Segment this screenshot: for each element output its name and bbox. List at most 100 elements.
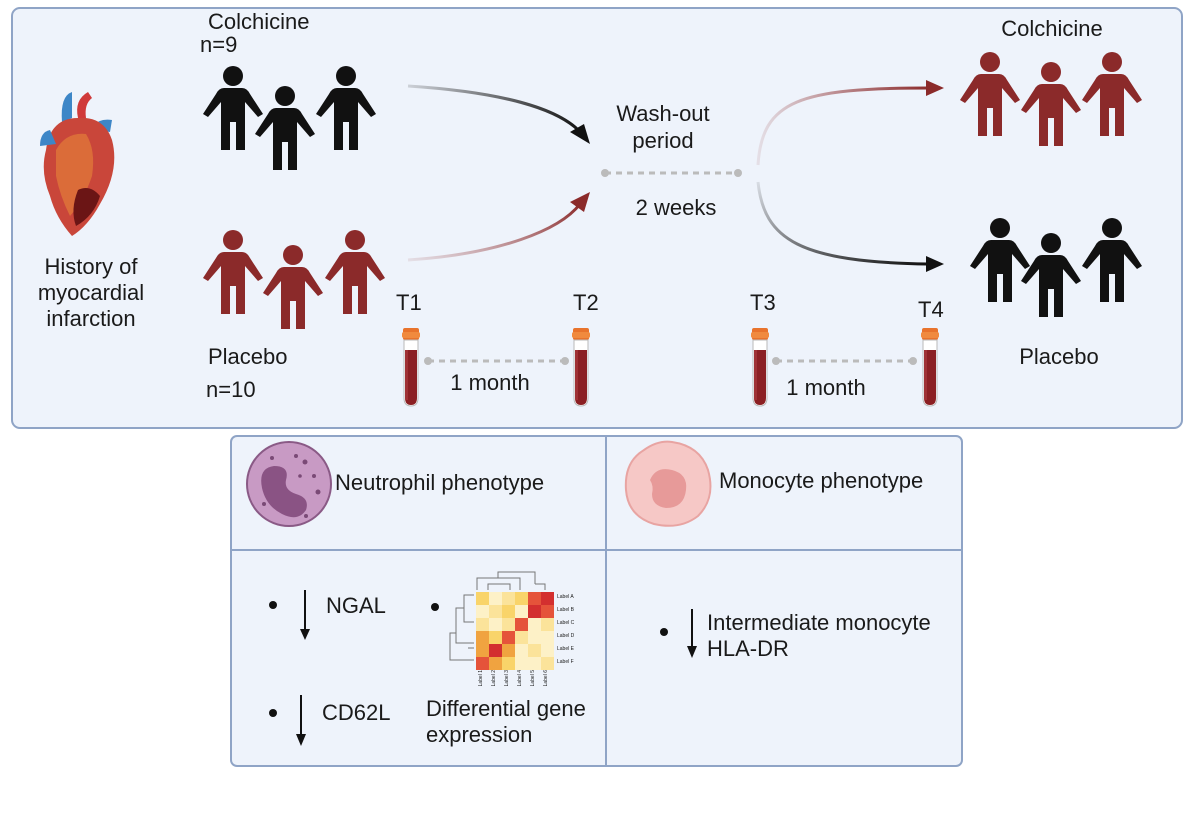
- heatmap-cell: [528, 631, 541, 644]
- heatmap-icon: [449, 571, 554, 670]
- arrowhead-icon: [687, 646, 697, 658]
- heatmap-cell: [476, 657, 489, 670]
- study-design-panel: [11, 7, 1183, 429]
- heatmap-cell: [528, 618, 541, 631]
- dot-icon: [601, 169, 609, 177]
- heatmap-row-label: Label F: [557, 659, 574, 665]
- monocyte-phenotype-title: Monocyte phenotype: [719, 468, 923, 493]
- gene-expression-label-line1: Differential gene: [426, 696, 586, 721]
- heatmap-cell: [489, 618, 502, 631]
- bullet-icon: [269, 601, 277, 609]
- heatmap-cell: [541, 631, 554, 644]
- hla-dr-label: HLA-DR: [707, 636, 789, 661]
- heatmap-cell: [476, 644, 489, 657]
- heatmap-cell: [528, 657, 541, 670]
- timepoint-t2: T2: [573, 290, 599, 315]
- washout-label-line2: period: [632, 128, 693, 153]
- heart-icon: [40, 92, 115, 236]
- heatmap-cell: [515, 657, 528, 670]
- arrowhead-icon: [570, 192, 590, 212]
- heatmap-cell: [541, 592, 554, 605]
- heatmap-cell: [489, 605, 502, 618]
- heatmap-cell: [515, 631, 528, 644]
- placebo-group-label: Placebo: [208, 344, 288, 369]
- heatmap-col-label: Label 2: [491, 670, 497, 687]
- arrowhead-icon: [926, 80, 944, 96]
- heatmap-cell: [502, 592, 515, 605]
- history-label-line2: myocardial: [38, 280, 144, 305]
- results-panel: [230, 435, 963, 767]
- heatmap-cell: [528, 592, 541, 605]
- timepoint-t1: T1: [396, 290, 422, 315]
- placebo-to-washout-arrow: [407, 203, 582, 262]
- heatmap-col-label: Label 6: [543, 670, 549, 687]
- ngal-marker: NGAL: [326, 593, 386, 618]
- blood-tube-icon: [571, 327, 591, 407]
- heatmap-cell: [502, 644, 515, 657]
- interval-first: 1 month: [450, 370, 530, 395]
- blood-tube-icon: [401, 327, 421, 407]
- washout-label-line1: Wash-out: [616, 101, 709, 126]
- dot-icon: [734, 169, 742, 177]
- bullet-icon: [431, 603, 439, 611]
- crossover-placebo-label: Placebo: [1019, 344, 1099, 369]
- colchicine-group-count: n=9: [200, 32, 237, 57]
- intermediate-monocyte-label: Intermediate monocyte: [707, 610, 931, 635]
- crossover-colchicine-label: Colchicine: [1001, 16, 1103, 41]
- washout-to-colchicine-arrow: [756, 86, 931, 166]
- heatmap-cell: [515, 618, 528, 631]
- placebo-group-count: n=10: [206, 377, 256, 402]
- monocyte-icon: [624, 440, 712, 527]
- heatmap-cell: [541, 644, 554, 657]
- blood-tube-icon: [750, 327, 770, 407]
- neutrophil-icon: [246, 441, 332, 527]
- heatmap-col-label: Label 3: [504, 670, 510, 687]
- heatmap-cell: [476, 592, 489, 605]
- heatmap-cell: [476, 605, 489, 618]
- heatmap-row-label: Label B: [557, 607, 575, 613]
- heatmap-row-label: Label A: [557, 594, 574, 600]
- heatmap-cell: [515, 605, 528, 618]
- heatmap-cell: [528, 605, 541, 618]
- history-label-line1: History of: [45, 254, 139, 279]
- heatmap-cell: [502, 618, 515, 631]
- heatmap-row-label: Label C: [557, 620, 575, 626]
- heatmap-cell: [502, 605, 515, 618]
- neutrophil-phenotype-title: Neutrophil phenotype: [335, 470, 544, 495]
- heatmap-col-labels: Label 1 Label 2 Label 3 Label 4 Label 5 …: [478, 670, 549, 687]
- arrowhead-icon: [570, 124, 590, 144]
- cd62l-marker: CD62L: [322, 700, 390, 725]
- interval-second: 1 month: [786, 375, 866, 400]
- heatmap-cell: [502, 631, 515, 644]
- heatmap-row-label: Label D: [557, 633, 575, 639]
- dot-icon: [424, 357, 432, 365]
- blood-tube-icon: [920, 327, 940, 407]
- arrowhead-icon: [300, 629, 310, 640]
- timepoint-t4: T4: [918, 297, 944, 322]
- heatmap-cell: [515, 644, 528, 657]
- heatmap-cell: [489, 644, 502, 657]
- heatmap-cell: [502, 657, 515, 670]
- heatmap-cell: [489, 657, 502, 670]
- arrowhead-icon: [926, 256, 944, 272]
- colchicine-group-label: Colchicine: [208, 9, 310, 34]
- heatmap-row-label: Label E: [557, 646, 575, 652]
- dot-icon: [909, 357, 917, 365]
- heatmap-cell: [528, 644, 541, 657]
- timepoint-t3: T3: [750, 290, 776, 315]
- arrowhead-icon: [296, 734, 306, 746]
- heatmap-cell: [476, 618, 489, 631]
- heatmap-col-label: Label 1: [478, 670, 484, 687]
- dot-icon: [772, 357, 780, 365]
- gene-expression-label-line2: expression: [426, 722, 532, 747]
- washout-to-placebo-arrow: [756, 181, 929, 266]
- bullet-icon: [269, 709, 277, 717]
- bullet-icon: [660, 628, 668, 636]
- heatmap-cell: [515, 592, 528, 605]
- heatmap-cell: [489, 592, 502, 605]
- colchicine-to-washout-arrow: [407, 84, 584, 135]
- heatmap-col-label: Label 5: [530, 670, 536, 687]
- heatmap-row-labels: Label A Label B Label C Label D Label E …: [557, 594, 575, 665]
- heatmap-cell: [541, 618, 554, 631]
- dot-icon: [561, 357, 569, 365]
